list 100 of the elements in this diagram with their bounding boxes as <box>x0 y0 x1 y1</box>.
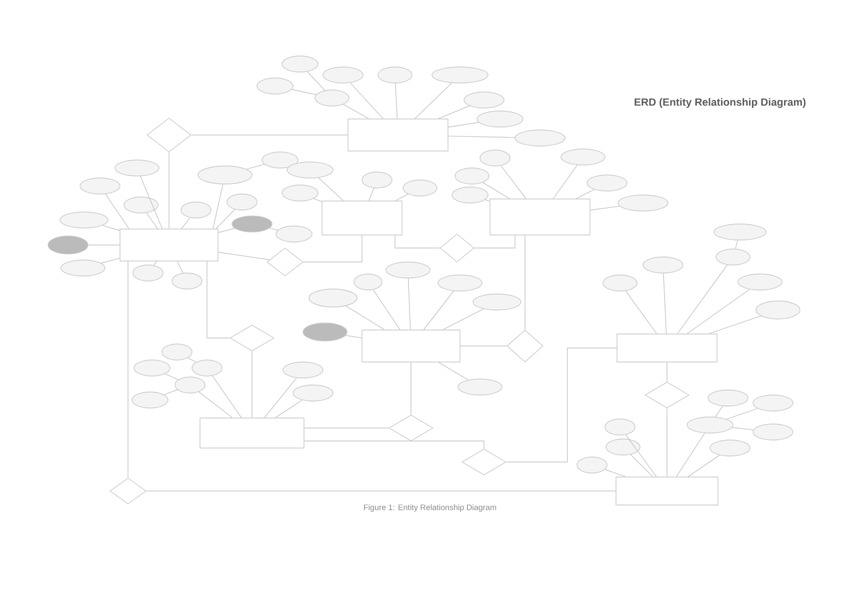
connector-line <box>164 389 178 396</box>
connector-line <box>448 122 479 128</box>
attribute-ellipse <box>80 178 120 194</box>
attribute-ellipse <box>172 272 202 290</box>
connector-line <box>482 182 510 199</box>
attribute-ellipse <box>606 438 640 456</box>
attribute-ellipse <box>472 294 522 310</box>
attribute-ellipse <box>738 274 782 290</box>
connector-line <box>552 164 578 199</box>
entity-box <box>616 476 718 506</box>
attribute-ellipse <box>642 256 684 274</box>
attribute-ellipse <box>586 174 628 192</box>
connector-line <box>686 289 750 334</box>
connector-line <box>438 362 468 380</box>
connector-line <box>350 82 384 119</box>
attribute-ellipse <box>464 92 504 108</box>
connector-line <box>304 440 484 449</box>
entity-box <box>120 228 218 262</box>
connector-line <box>188 358 196 362</box>
attribute-ellipse <box>756 300 800 320</box>
connector-line <box>666 362 668 382</box>
attribute-ellipse <box>282 184 318 202</box>
connector-line <box>715 406 723 418</box>
connector-line <box>408 278 411 330</box>
connector-line <box>313 198 322 202</box>
attribute-ellipse <box>708 390 748 406</box>
attribute-ellipse <box>308 288 358 308</box>
connector-line <box>264 378 297 418</box>
connector-line <box>726 408 758 420</box>
connector-line <box>524 235 526 330</box>
attribute-ellipse <box>402 180 438 196</box>
relationship-diamond <box>146 118 192 152</box>
attribute-ellipse <box>162 344 192 360</box>
connector-line <box>677 264 728 334</box>
connector-line <box>448 136 516 138</box>
attribute-ellipse <box>716 248 750 266</box>
connector-line <box>176 261 184 274</box>
connector-line <box>181 217 190 229</box>
attribute-ellipse <box>282 56 318 72</box>
connector-line <box>216 209 236 229</box>
attribute-ellipse <box>458 378 502 396</box>
connector-line <box>345 335 362 338</box>
connector-line <box>676 432 706 477</box>
connector-line <box>198 391 233 418</box>
attribute-ellipse <box>282 362 324 378</box>
connector-line <box>153 261 158 266</box>
connector-line <box>438 106 470 119</box>
attribute-ellipse <box>226 194 258 210</box>
attribute-ellipse <box>378 66 412 84</box>
connector-line <box>146 490 616 492</box>
attribute-ellipse <box>354 274 382 290</box>
attribute-ellipse <box>432 66 488 84</box>
connector-line <box>318 177 344 201</box>
connector-line <box>218 252 270 260</box>
connector-line <box>346 306 385 330</box>
attribute-ellipse <box>134 360 170 376</box>
connector-line <box>410 362 412 415</box>
attribute-ellipse <box>476 110 524 128</box>
connector-line <box>625 290 657 334</box>
attribute-ellipse <box>618 194 668 212</box>
attribute-ellipse <box>480 150 510 166</box>
attribute-ellipse <box>322 66 364 84</box>
connector-line <box>246 164 265 170</box>
connector-line <box>168 152 170 229</box>
attribute-ellipse <box>292 384 334 402</box>
connector-line <box>206 261 230 338</box>
connector-line <box>666 408 668 477</box>
connector-line <box>708 316 762 334</box>
attribute-ellipse <box>256 78 294 94</box>
attribute-ellipse <box>576 456 608 474</box>
attribute-ellipse <box>604 418 636 436</box>
connector-line <box>146 212 158 229</box>
attribute-ellipse <box>438 274 482 292</box>
entity-box <box>616 334 718 362</box>
attribute-ellipse <box>114 160 160 176</box>
attribute-ellipse <box>454 168 490 184</box>
attribute-ellipse <box>752 424 794 440</box>
attribute-ellipse <box>192 360 222 376</box>
attribute-ellipse <box>386 262 430 278</box>
connector-line <box>394 235 440 248</box>
connector-line <box>100 258 120 264</box>
attribute-ellipse <box>174 376 206 394</box>
connector-line <box>212 184 224 229</box>
relationship-diamond <box>266 248 304 276</box>
diagram-title: ERD (Entity Relationship Diagram) <box>634 98 806 108</box>
connector-line <box>576 189 595 199</box>
attribute-ellipse <box>602 274 638 292</box>
attribute-ellipse <box>714 224 766 240</box>
entity-box <box>322 200 402 236</box>
connector-line <box>474 235 516 248</box>
attribute-ellipse <box>262 152 298 168</box>
connector-line <box>500 165 526 199</box>
connector-line <box>164 374 178 380</box>
connector-line <box>604 469 626 477</box>
relationship-diamond <box>440 234 474 262</box>
connector-line <box>291 89 316 95</box>
connector-line <box>590 206 620 210</box>
attribute-ellipse <box>302 322 348 342</box>
entity-box <box>200 418 304 448</box>
attribute-ellipse <box>132 392 168 408</box>
